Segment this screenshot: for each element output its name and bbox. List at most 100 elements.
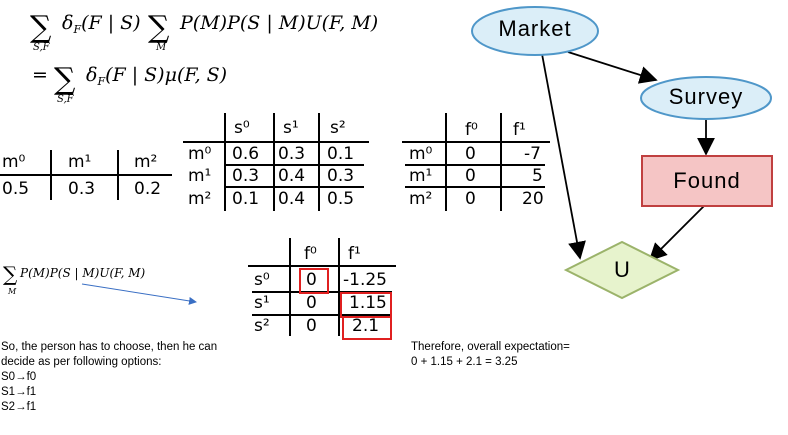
col-header: s⁰ bbox=[234, 118, 250, 138]
survey-label: Survey bbox=[668, 84, 744, 109]
table-divider bbox=[224, 113, 226, 211]
table-divider bbox=[338, 238, 340, 336]
table-cell: 20 bbox=[522, 189, 544, 209]
col-header: f⁰ bbox=[304, 244, 317, 264]
row-header: s² bbox=[254, 316, 270, 336]
table-cell: 0 bbox=[306, 293, 317, 313]
option-line: S1→f1 bbox=[1, 386, 37, 398]
row-header: m⁰ bbox=[409, 144, 433, 164]
utility-label: U bbox=[614, 257, 630, 282]
table-cell: 5 bbox=[532, 166, 543, 186]
table-divider bbox=[500, 113, 502, 211]
equation-args: (F | S) bbox=[81, 12, 141, 34]
table-cell: 1.15 bbox=[349, 293, 387, 313]
col-header: f⁰ bbox=[465, 120, 478, 140]
note-line: So, the person has to choose, then he ca… bbox=[1, 341, 218, 353]
sum-subscript-2: M bbox=[156, 42, 167, 53]
row-header: m² bbox=[409, 189, 433, 209]
option-line: S0→f0 bbox=[1, 371, 37, 383]
row-header: s⁰ bbox=[254, 270, 270, 290]
table-cell: 2.1 bbox=[352, 316, 380, 336]
found-label: Found bbox=[673, 168, 741, 193]
table-divider bbox=[289, 238, 291, 336]
small-sum-symbol: ∑ bbox=[3, 262, 18, 286]
row-header: m¹ bbox=[409, 166, 433, 186]
row-line bbox=[252, 314, 392, 316]
col-header: f¹ bbox=[348, 244, 361, 264]
prior-divider bbox=[117, 150, 119, 200]
prior-header: m⁰ bbox=[2, 152, 26, 172]
row-header: s¹ bbox=[254, 293, 270, 313]
table-cell: 0 bbox=[306, 316, 317, 336]
table-cell: 0 bbox=[465, 189, 476, 209]
table-cell: -7 bbox=[524, 144, 541, 164]
utility-node[interactable] bbox=[563, 240, 681, 300]
prior-value: 0.2 bbox=[134, 179, 162, 199]
table-cell: 0 bbox=[306, 270, 317, 290]
highlight-box bbox=[342, 316, 392, 340]
sum-symbol-3: ∑ bbox=[54, 62, 76, 97]
sum-symbol-2: ∑ bbox=[148, 10, 170, 45]
table-cell: 0.5 bbox=[327, 189, 355, 209]
col-header: s¹ bbox=[283, 118, 299, 138]
table-cell: 0.3 bbox=[278, 144, 306, 164]
equation-mu: (F | S)μ(F, S) bbox=[105, 64, 228, 86]
survey-node[interactable] bbox=[640, 76, 772, 120]
sum-subscript-3: S,F bbox=[57, 94, 74, 105]
table-cell: 0.3 bbox=[327, 166, 355, 186]
table-cell: 0 bbox=[465, 166, 476, 186]
table-divider bbox=[402, 141, 550, 143]
table-cell: 0.3 bbox=[232, 166, 260, 186]
row-header: m¹ bbox=[188, 166, 212, 186]
table-divider bbox=[445, 113, 447, 211]
row-header: m² bbox=[188, 189, 212, 209]
table-cell: 0 bbox=[465, 144, 476, 164]
table-divider bbox=[248, 265, 396, 267]
prior-divider bbox=[50, 150, 52, 200]
table-divider bbox=[318, 113, 320, 211]
delta-symbol-2: δ bbox=[86, 64, 98, 86]
small-formula-text: P(M)P(S | M)U(F, M) bbox=[20, 266, 146, 280]
small-sum-subscript: M bbox=[8, 287, 17, 296]
edge-market-survey bbox=[567, 51, 658, 84]
prior-value: 0.5 bbox=[2, 179, 30, 199]
row-line bbox=[224, 164, 364, 166]
table-cell: -1.25 bbox=[343, 270, 387, 290]
table-cell: 0.4 bbox=[278, 189, 306, 209]
note-line: 0 + 1.15 + 2.1 = 3.25 bbox=[411, 356, 518, 368]
delta-subscript: F bbox=[73, 23, 82, 36]
prior-header: m¹ bbox=[68, 152, 92, 172]
note-line: decide as per following options: bbox=[1, 356, 162, 368]
row-line bbox=[405, 164, 545, 166]
sum-symbol: ∑ bbox=[30, 10, 52, 45]
prior-header: m² bbox=[134, 152, 158, 172]
row-header: m⁰ bbox=[188, 144, 212, 164]
note-right: Therefore, overall expectation= 0 + 1.15… bbox=[411, 340, 570, 370]
equation-product: P(M)P(S | M)U(F, M) bbox=[180, 12, 379, 34]
market-node[interactable] bbox=[471, 6, 599, 56]
equals-sign: = bbox=[32, 64, 48, 86]
delta-subscript-2: F bbox=[97, 75, 106, 88]
col-header: f¹ bbox=[513, 120, 526, 140]
table-cell: 0.4 bbox=[278, 166, 306, 186]
note-line: Therefore, overall expectation= bbox=[411, 341, 570, 353]
highlight-box bbox=[299, 268, 329, 294]
table-divider bbox=[183, 141, 369, 143]
table-cell: 0.1 bbox=[327, 144, 355, 164]
note-left: So, the person has to choose, then he ca… bbox=[1, 340, 217, 415]
delta-symbol: δ bbox=[62, 12, 74, 34]
formula-pointer-line bbox=[81, 283, 197, 305]
table-cell: 0.6 bbox=[232, 144, 260, 164]
sum-subscript: S,F bbox=[33, 42, 50, 53]
row-line bbox=[224, 186, 364, 188]
option-line: S2→f1 bbox=[1, 401, 37, 413]
market-label: Market bbox=[498, 16, 572, 41]
table-cell: 0.1 bbox=[232, 189, 260, 209]
found-node[interactable] bbox=[641, 155, 773, 207]
edge-found-u bbox=[648, 203, 707, 262]
edge-market-u bbox=[541, 53, 586, 260]
table-divider bbox=[273, 113, 275, 211]
prior-value: 0.3 bbox=[68, 179, 96, 199]
